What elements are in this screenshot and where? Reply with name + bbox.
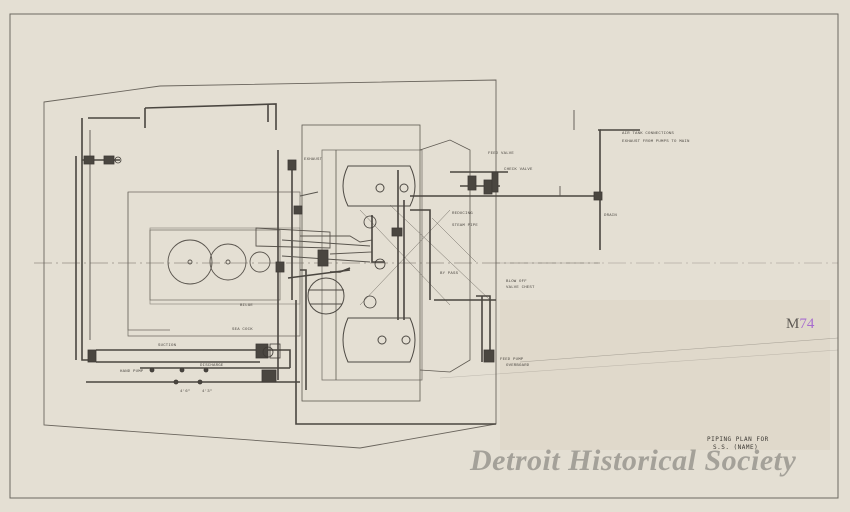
note-exhaust: EXHAUST FROM PUMPS TO MAIN [622, 140, 690, 144]
note-suction: SUCTION [158, 344, 177, 348]
dimension-b: 4'3" [202, 390, 213, 394]
catalog-mark: M74 [786, 316, 814, 333]
note-valve-chest: VALVE CHEST [506, 286, 535, 290]
watermark: Detroit Historical Society [470, 444, 797, 477]
title-block: PIPING PLAN FOR S.S. (NAME) [707, 436, 769, 452]
sheet-border [9, 13, 839, 499]
catalog-number: 74 [799, 316, 815, 332]
note-overboard: OVERBOARD [506, 364, 530, 368]
circulating-pump [307, 277, 345, 315]
catalog-prefix: M [786, 316, 800, 332]
note-steam-pipe: STEAM PIPE [452, 224, 479, 228]
note-by-pass: BY PASS [440, 272, 459, 276]
note-reducing: REDUCING [452, 212, 473, 216]
drawing-subtitle: S.S. (NAME) [713, 444, 759, 451]
engine-cylinders [167, 227, 373, 285]
note-bilge: BILGE [240, 304, 254, 308]
note-hand-pump: HAND PUMP [120, 370, 144, 374]
note-discharge: DISCHARGE [200, 364, 224, 368]
note-check-valve: CHECK VALVE [504, 168, 533, 172]
dimension-a: 4'6" [180, 390, 191, 394]
note-feed-valve: FEED VALVE [488, 152, 515, 156]
note-exhaust-pipe: EXHAUST [304, 158, 323, 162]
note-air-tank: AIR TANK CONNECTIONS [622, 132, 675, 136]
drawing-title: PIPING PLAN FOR [707, 436, 769, 443]
note-blow-off: BLOW OFF [506, 280, 527, 284]
note-sea-cock: SEA COCK [232, 328, 253, 332]
note-drain: DRAIN [604, 214, 618, 218]
paper-stain [500, 300, 830, 450]
note-feed-pump: FEED PUMP [500, 358, 524, 362]
lower-boiler [342, 317, 416, 363]
valves-and-fittings [83, 155, 603, 385]
upper-boiler [342, 165, 416, 207]
